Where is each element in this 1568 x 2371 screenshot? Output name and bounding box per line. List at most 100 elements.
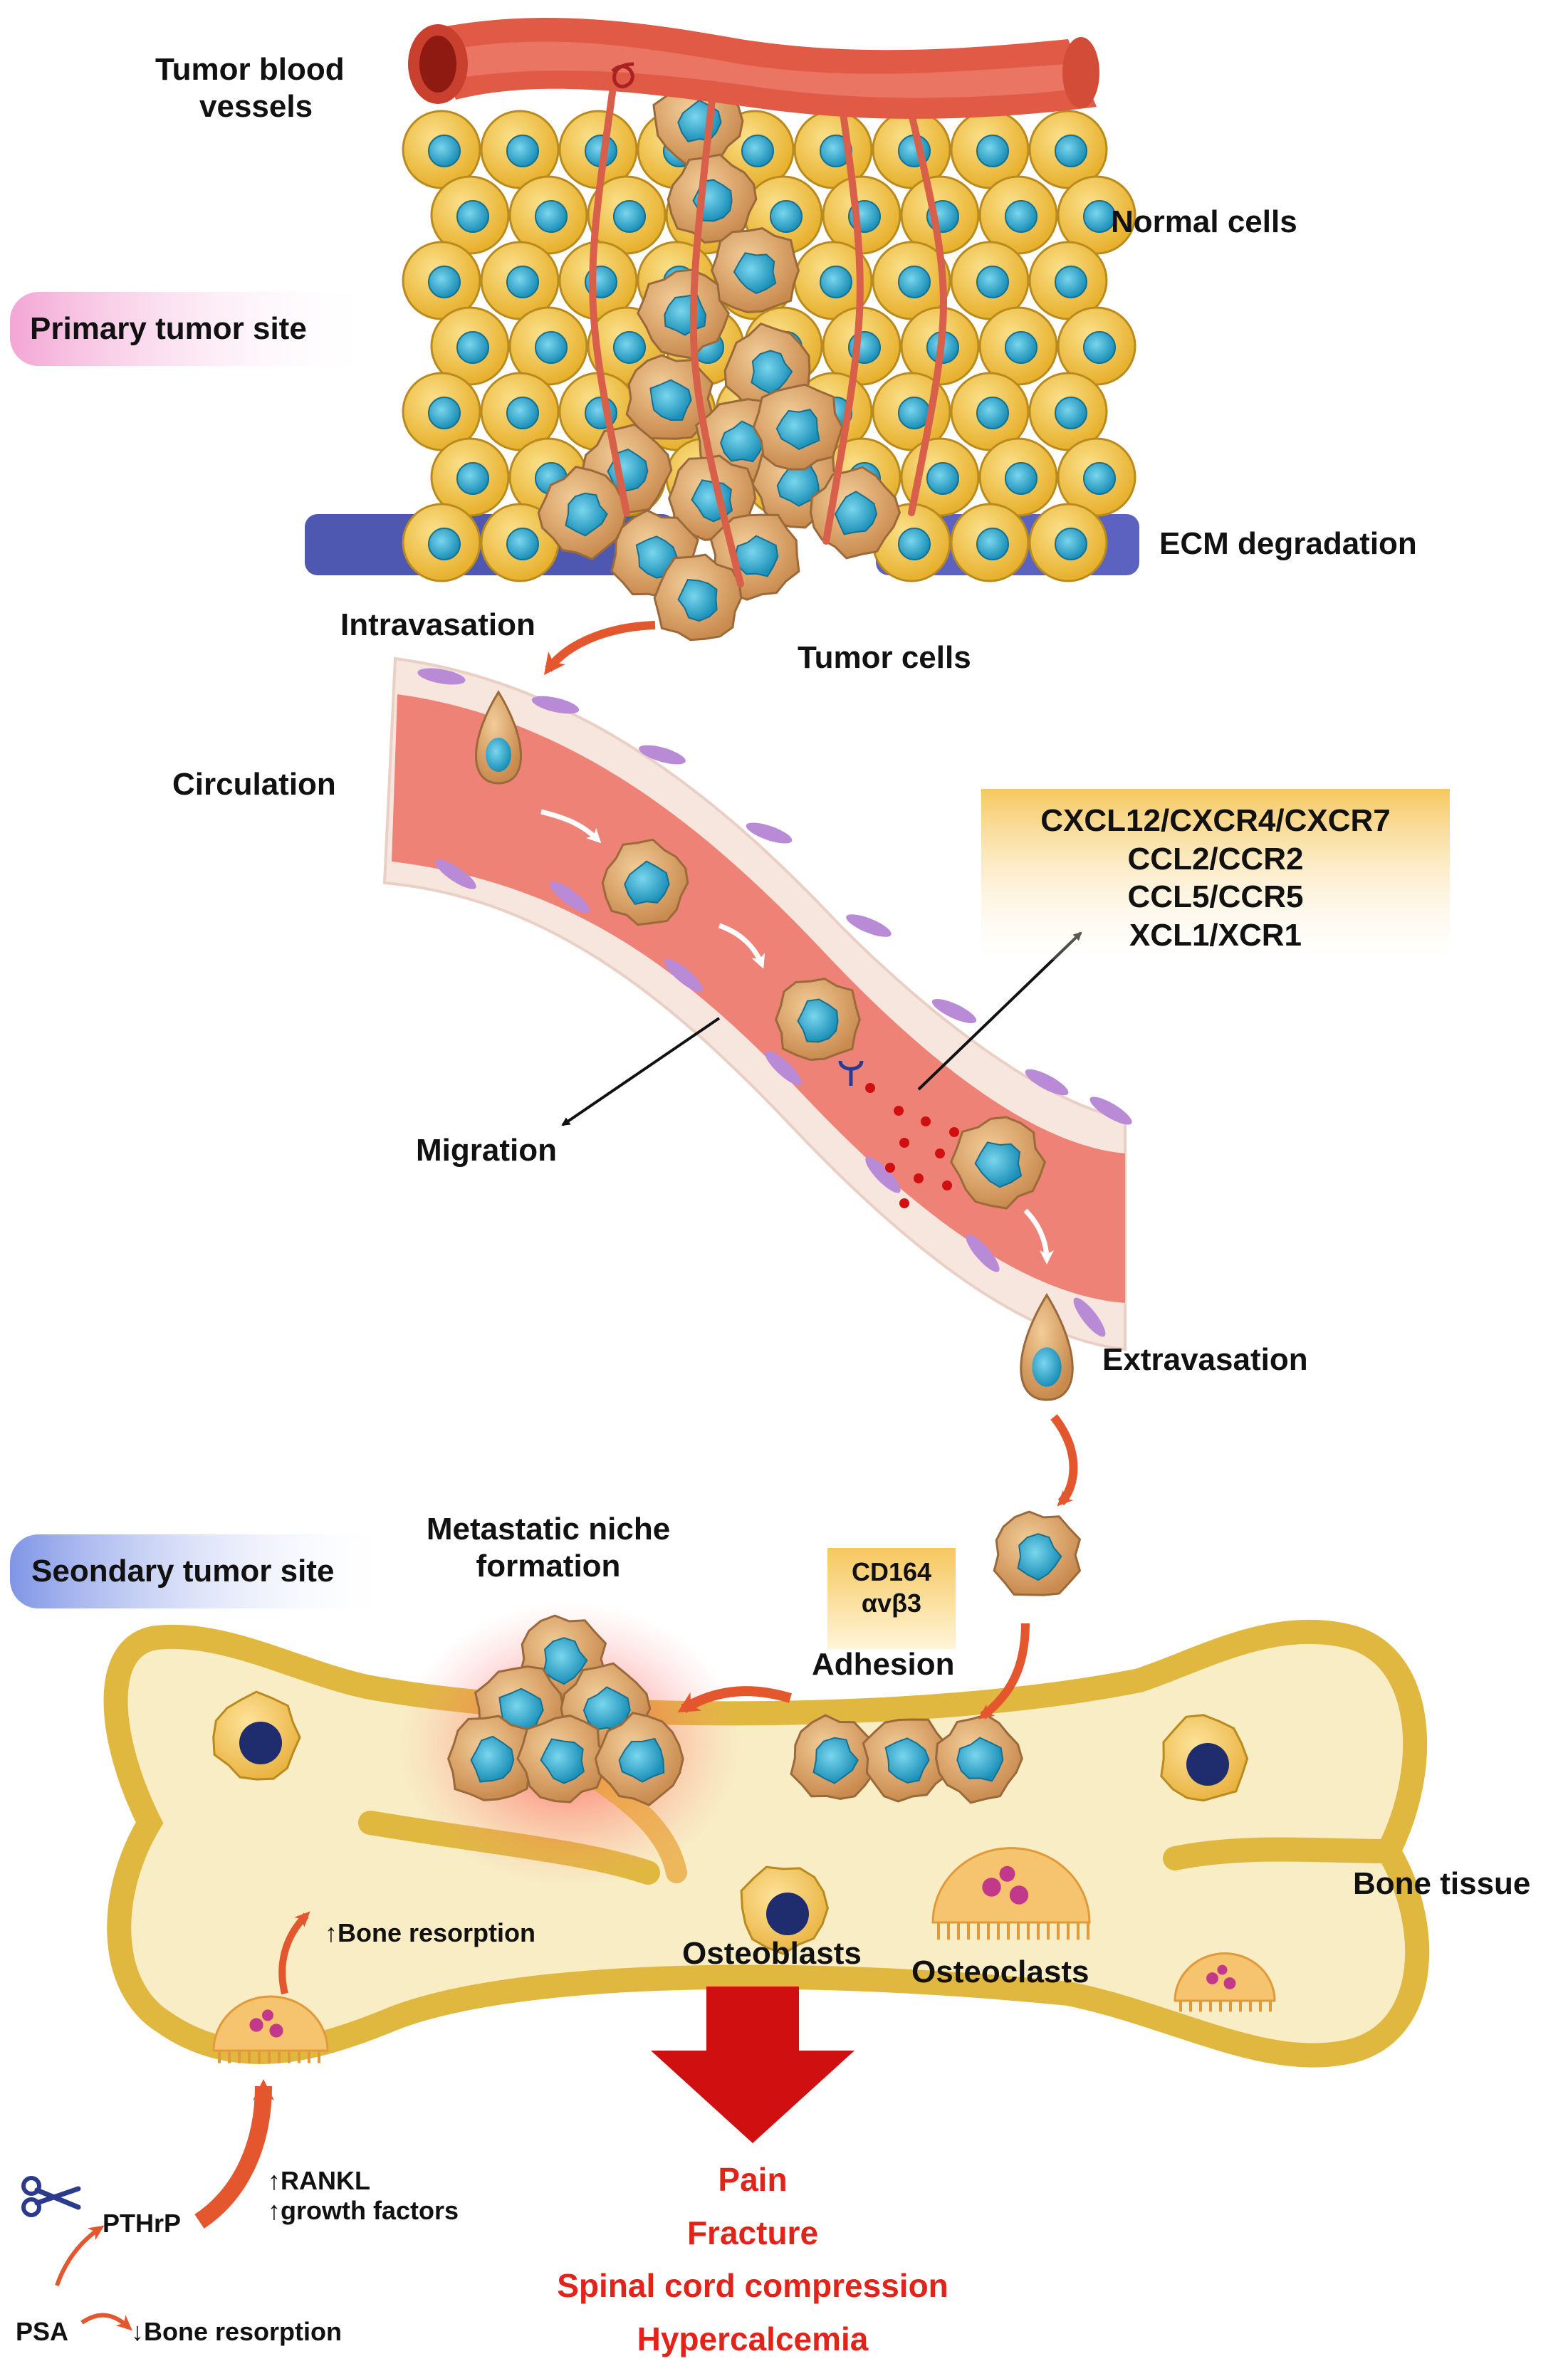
endothelial-nucleus <box>746 822 793 844</box>
capillary <box>822 89 864 545</box>
pthrp-to-osteoclast-arrow <box>194 2079 274 2229</box>
niche-tumor-cell <box>447 1715 536 1801</box>
tumor-cell <box>625 354 714 440</box>
primary-site-pill <box>10 292 380 366</box>
adhesion-label: Adhesion <box>812 1647 955 1682</box>
niche-tumor-cell <box>594 1712 684 1806</box>
chemokine-dot <box>885 1163 895 1173</box>
normal-cell <box>558 241 638 320</box>
osteoclast-cell <box>931 1847 1091 1940</box>
endothelial-nucleus <box>966 1234 1000 1272</box>
tumor-cell <box>752 383 844 471</box>
chemokine-dot <box>921 1116 931 1126</box>
normal-cell <box>480 372 560 451</box>
intravasation-label: Intravasation <box>340 607 535 642</box>
bone-cells <box>212 1614 1276 2063</box>
circulating-tumor-cell <box>774 978 861 1062</box>
scissors-icon <box>21 2176 81 2217</box>
normal-cell <box>402 503 481 582</box>
capillary <box>689 96 744 587</box>
chemokine-item: XCL1/XCR1 <box>1129 918 1302 953</box>
normal-cell <box>402 372 481 451</box>
circulating-tumor-cell <box>601 838 689 926</box>
ecm-degradation-label: ECM degradation <box>1159 526 1417 561</box>
chemokine-dot <box>899 1198 909 1208</box>
normal-cell <box>978 175 1058 255</box>
endothelial-nucleus <box>1025 1069 1069 1096</box>
normal-cell <box>950 503 1030 582</box>
normal-cell <box>402 110 481 189</box>
bone-resorption-down-label: ↓Bone resorption <box>131 2317 343 2346</box>
outcome-list: Pain Fracture Spinal cord compression Hy… <box>498 2153 1007 2365</box>
niche-tumor-cell <box>516 1715 610 1804</box>
chemokine-dot <box>894 1106 904 1116</box>
endothelial-nucleus <box>865 1156 901 1193</box>
osteoclast-cell <box>212 1995 329 2063</box>
chemokine-dot <box>935 1148 945 1158</box>
capillary <box>908 110 947 516</box>
normal-cell <box>1057 437 1136 517</box>
capillary <box>589 89 630 516</box>
circulating-tumor-cell <box>993 1510 1082 1596</box>
chemokine-list: CXCL12/CXCR4/CXCR7 CCL2/CCR2 CCL5/CCR5 X… <box>981 802 1450 955</box>
pthrp-label: PTHrP <box>103 2209 182 2238</box>
outcome-item: Hypercalcemia <box>637 2320 869 2357</box>
rankl-label: ↑RANKL ↑growth factors <box>268 2166 459 2226</box>
adhesion-arrow <box>978 1623 1030 1720</box>
tumor-cell <box>710 227 800 314</box>
circulating-tumor-cell <box>950 1116 1047 1210</box>
normal-cell <box>430 306 510 386</box>
normal-cells-label: Normal cells <box>1111 204 1297 239</box>
normal-cell <box>950 241 1030 320</box>
adhesion-box-bg <box>827 1548 956 1649</box>
normal-cell <box>950 372 1030 451</box>
bone-resorption-up-label: ↑Bone resorption <box>325 1918 536 1947</box>
adhered-tumor-cell <box>790 1714 876 1801</box>
adhered-tumor-cell <box>862 1718 950 1803</box>
chemokine-dot <box>914 1173 924 1183</box>
osteoblasts-label: Osteoblasts <box>682 1936 862 1971</box>
normal-cell <box>1057 306 1136 386</box>
niche-arrow <box>677 1686 793 1714</box>
chemokine-item: CXCL12/CXCR4/CXCR7 <box>1040 803 1391 838</box>
flow-arrow-1 <box>540 809 602 844</box>
tumor-cell <box>653 553 743 642</box>
chemokine-dot <box>899 1138 909 1148</box>
normal-cell <box>1028 503 1108 582</box>
psa-to-pthrp-arrow <box>55 2225 105 2286</box>
endothelial-cells <box>417 668 1132 1337</box>
circulating-tumor-cell <box>475 690 522 785</box>
osteoclast-cell <box>1174 1952 1276 2012</box>
bone-tissue-label: Bone tissue <box>1353 1866 1531 1901</box>
circulation-label: Circulation <box>172 767 336 802</box>
endothelial-nucleus <box>1089 1096 1132 1125</box>
endothelial-nucleus <box>1073 1297 1106 1337</box>
endothelial-nucleus <box>765 1050 802 1086</box>
osteoblast-cell <box>1160 1714 1249 1802</box>
normal-cell <box>508 175 588 255</box>
normal-cell <box>872 241 951 320</box>
primary-tumor-site-label: Primary tumor site <box>30 311 307 346</box>
endothelial-nucleus <box>531 696 580 714</box>
chemokine-item: CCL2/CCR2 <box>1127 841 1304 876</box>
outcome-big-arrow <box>651 1987 854 2143</box>
adhered-tumor-cell <box>935 1713 1023 1804</box>
adhesion-molecule-list: CD164 αvβ3 <box>827 1556 956 1619</box>
endothelial-nucleus <box>931 999 977 1023</box>
extravasation-label: Extravasation <box>1102 1342 1308 1377</box>
migration-label: Migration <box>416 1133 557 1168</box>
normal-cell <box>587 175 667 255</box>
normal-cell <box>1057 175 1136 255</box>
osteoblast-cell <box>212 1690 301 1781</box>
extravasation-arrow <box>1050 1414 1078 1507</box>
normal-cell <box>872 110 951 189</box>
endothelial-nucleus <box>846 914 892 937</box>
endothelial-nucleus <box>417 668 466 685</box>
tumor-blood-vessels-label: Tumor blood vessels <box>155 52 345 124</box>
primary-tumor-mass <box>402 75 1136 642</box>
tumor-blood-vessel <box>408 17 1099 119</box>
endothelial-nucleus <box>550 881 590 913</box>
endothelial-nucleus <box>664 958 703 993</box>
